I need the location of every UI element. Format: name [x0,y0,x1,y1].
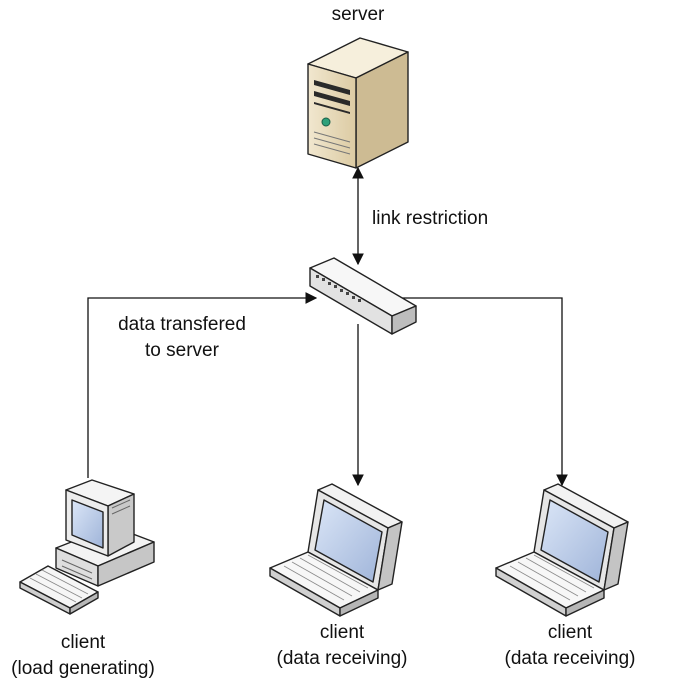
client-recv-2-label-line2: (data receiving) [504,648,636,669]
upload-label-line1: data transfered [118,314,246,335]
connectors [87,166,568,487]
client-load-label-line1: client [60,632,106,653]
laptop-icon-1 [269,483,403,617]
upload-label: data transfered to server [96,312,268,364]
server-label: server [331,4,385,25]
upload-connector [87,292,318,478]
link-restriction-label: link restriction [372,208,489,229]
client-recv-1-label-line2: (data receiving) [276,648,408,669]
client-load-label: client (load generating) [2,630,164,682]
laptop-icon-2 [495,483,629,617]
client-recv-1-label-line1: client [319,622,365,643]
client-recv-2-label: client (data receiving) [490,620,650,672]
client-recv-1-label: client (data receiving) [262,620,422,672]
desktop-computer-icon [19,479,155,615]
server-icon [307,37,409,169]
upload-label-line2: to server [145,340,219,361]
client-load-label-line2: (load generating) [11,658,155,679]
client-recv-2-label-line1: client [547,622,593,643]
downlink-client-2 [400,297,568,487]
switch-icon [309,257,417,335]
